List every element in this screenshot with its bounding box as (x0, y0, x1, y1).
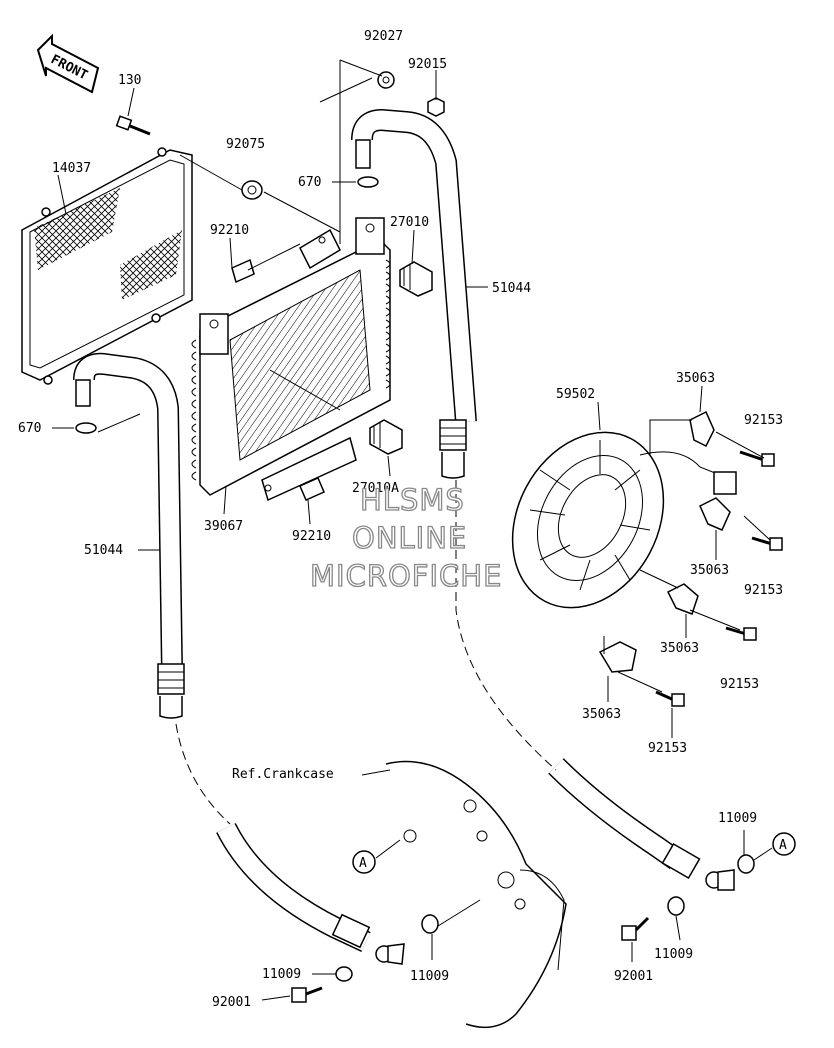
washer-11009-left-icon (335, 966, 353, 982)
callout-a-right-label: A (779, 838, 787, 853)
bolt-92153-d-icon (655, 690, 685, 707)
bolt-92001-right-icon (621, 916, 650, 941)
label-14037: 14037 (52, 161, 91, 176)
bolt-92001-left-icon (291, 986, 323, 1003)
clip-92210-top-icon (231, 258, 255, 284)
label-35063-d: 35063 (582, 707, 621, 722)
oil-hose-lower-right (548, 758, 735, 891)
watermark: HLSMS ONLINE MICROFICHE (309, 482, 502, 593)
bracket-35063-b-icon (699, 497, 731, 531)
grommet-92075-icon (241, 180, 263, 200)
oil-hose-51044-left (73, 352, 185, 719)
callout-a-left-label: A (359, 856, 367, 871)
bolt-92153-b-icon (751, 536, 783, 551)
label-92210-top: 92210 (210, 223, 249, 238)
label-27010a: 27010A (352, 481, 399, 496)
bolt-92153-c-icon (725, 626, 757, 641)
label-92075: 92075 (226, 137, 265, 152)
watermark-line-1: HLSMS (360, 483, 465, 517)
oil-cooler-screen-14037 (21, 147, 193, 385)
bolt-92153-a-icon (739, 450, 775, 467)
label-51044-left: 51044 (84, 543, 123, 558)
label-ref-crankcase: Ref.Crankcase (232, 767, 334, 782)
label-92153-c: 92153 (720, 677, 759, 692)
label-130: 130 (118, 73, 141, 88)
bracket-35063-a-icon (689, 410, 715, 448)
callout-a-right: A (772, 832, 796, 856)
label-11009-left: 11009 (262, 967, 301, 982)
label-92153-a: 92153 (744, 413, 783, 428)
label-39067: 39067 (204, 519, 243, 534)
watermark-line-3: MICROFICHE (310, 559, 502, 593)
label-35063-b: 35063 (690, 563, 729, 578)
oil-cooler-39067 (191, 217, 391, 502)
o-ring-670-left-icon (75, 422, 97, 434)
crankcase-reference (385, 760, 567, 1029)
bolt-130-icon (115, 115, 151, 136)
hose-routing-dashed-lines (175, 480, 557, 825)
washer-11009-right-top-icon (737, 854, 755, 874)
label-92001-left: 92001 (212, 995, 251, 1010)
watermark-line-2: ONLINE (352, 521, 467, 555)
label-92001-right: 92001 (614, 969, 653, 984)
temperature-switch-27010-icon (399, 261, 433, 297)
part-labels: 130 14037 92075 92027 92015 670 27010 92… (18, 29, 783, 1010)
cooler-fan-59502 (511, 431, 737, 609)
washer-11009-center-icon (421, 914, 439, 934)
bracket-35063-d-icon (598, 641, 637, 673)
label-92153-d: 92153 (648, 741, 687, 756)
label-11009-right-bottom: 11009 (654, 947, 693, 962)
label-11009-center: 11009 (410, 969, 449, 984)
leader-lines (52, 59, 773, 1001)
label-92015: 92015 (408, 57, 447, 72)
label-35063-c: 35063 (660, 641, 699, 656)
label-670-top: 670 (298, 175, 321, 190)
label-11009-right-top: 11009 (718, 811, 757, 826)
oil-hose-51044-right (351, 108, 477, 479)
label-27010: 27010 (390, 215, 429, 230)
nut-92015-icon (427, 97, 445, 117)
oil-hose-lower-left (216, 822, 405, 965)
label-92027: 92027 (364, 29, 403, 44)
label-92153-b: 92153 (744, 583, 783, 598)
label-35063-a: 35063 (676, 371, 715, 386)
washer-11009-right-bottom-icon (667, 896, 685, 916)
o-ring-670-top-icon (357, 176, 379, 188)
label-92210-bottom: 92210 (292, 529, 331, 544)
label-670-left: 670 (18, 421, 41, 436)
collar-92027-icon (377, 71, 395, 89)
callout-a-left: A (352, 850, 376, 874)
label-59502: 59502 (556, 387, 595, 402)
bracket-35063-c-icon (666, 583, 699, 615)
clip-92210-bottom-icon (299, 477, 325, 501)
label-51044-right: 51044 (492, 281, 531, 296)
front-arrow-icon: FRONT (36, 33, 100, 94)
temperature-switch-27010a-icon (369, 419, 403, 455)
